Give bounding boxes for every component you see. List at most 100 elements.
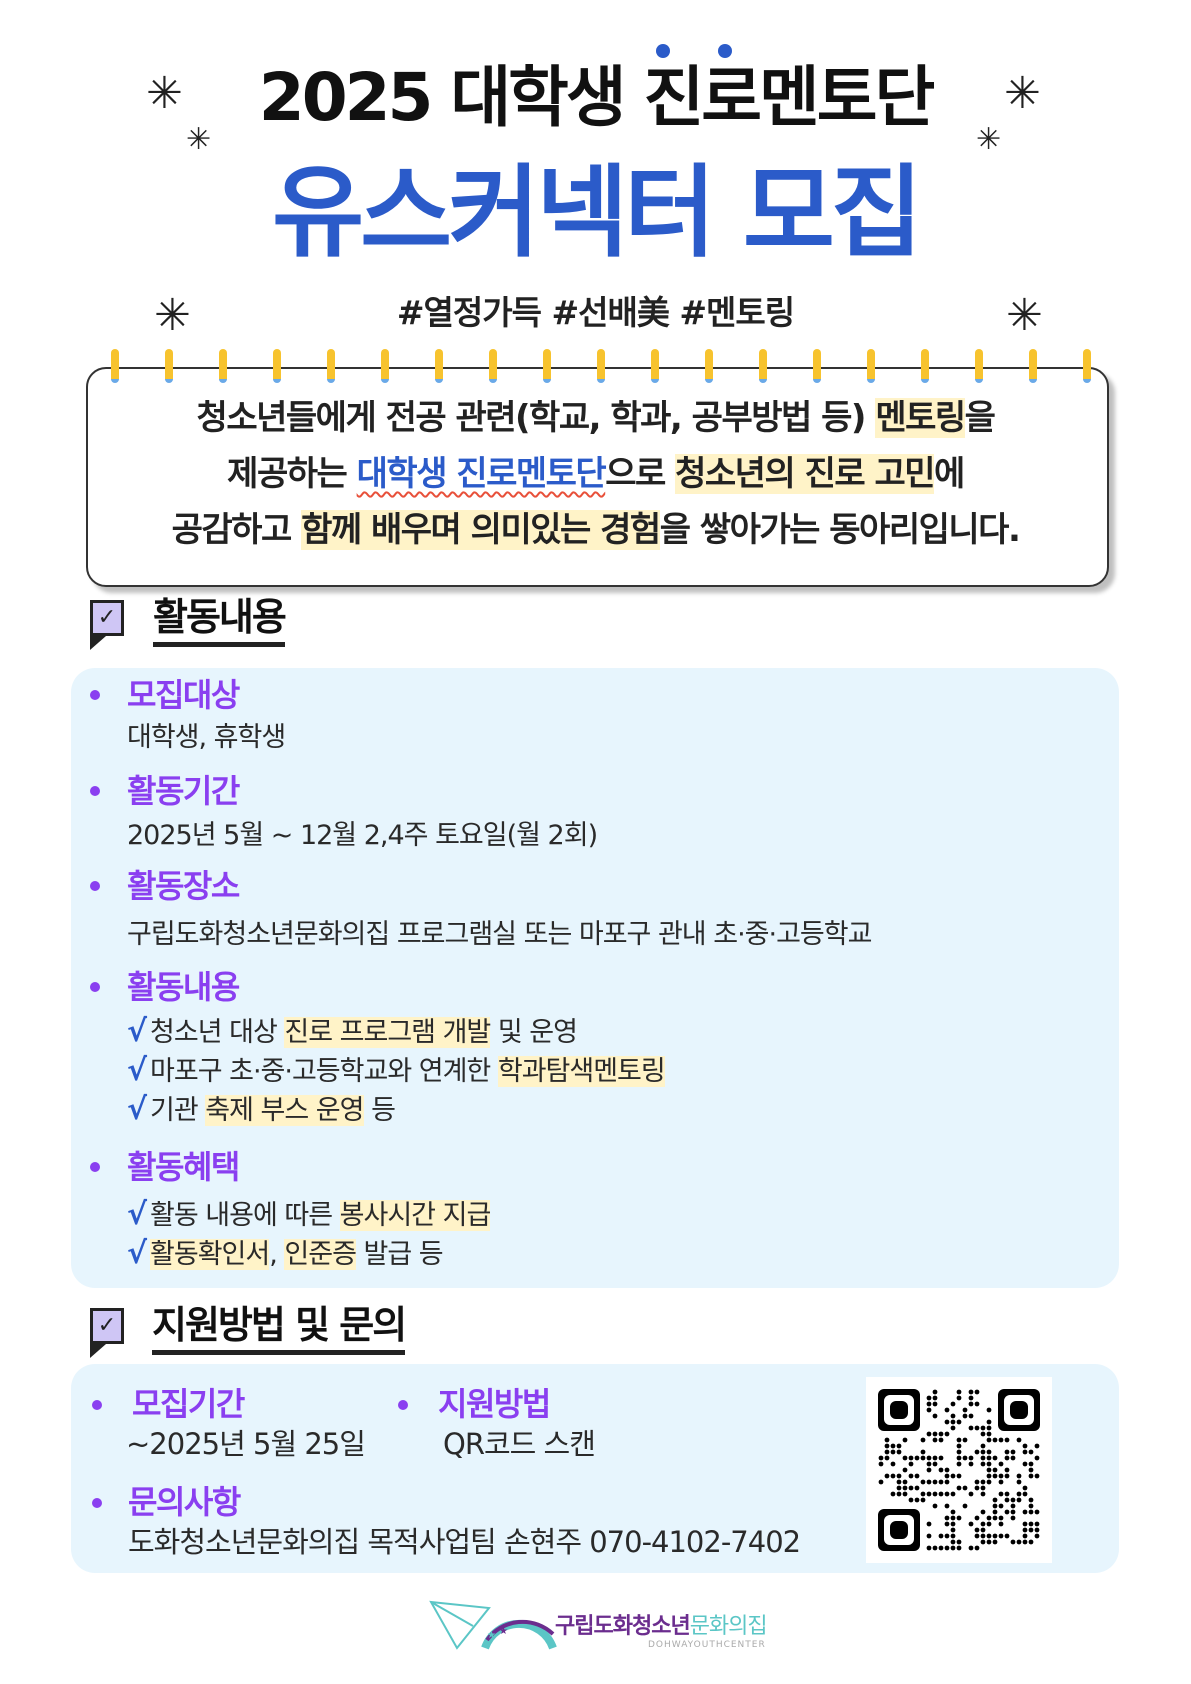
qr-module: [956, 1461, 962, 1467]
text-segment: 활동 내용에 따른: [150, 1200, 340, 1231]
qr-module: [938, 1467, 944, 1473]
qr-module: [1004, 1491, 1010, 1497]
qr-module: [938, 1431, 944, 1437]
qr-module: [992, 1473, 998, 1479]
qr-module: [974, 1515, 980, 1521]
contact-value: 도화청소년문화의집 목적사업팀 손현주 070-4102-7402: [128, 1525, 801, 1559]
qr-module: [884, 1443, 890, 1449]
bullet: [90, 786, 100, 796]
qr-code[interactable]: [866, 1377, 1052, 1563]
qr-module: [992, 1533, 998, 1539]
qr-module: [986, 1473, 992, 1479]
qr-module: [1022, 1509, 1028, 1515]
text-segment: 에: [934, 454, 965, 494]
qr-module: [890, 1461, 896, 1467]
qr-module: [980, 1479, 986, 1485]
qr-module: [950, 1425, 956, 1431]
qr-module: [986, 1449, 992, 1455]
qr-module: [926, 1467, 932, 1473]
qr-module: [920, 1455, 926, 1461]
qr-module: [896, 1491, 902, 1497]
section-heading-activities: 활동내용: [153, 594, 287, 647]
qr-module: [1028, 1527, 1034, 1533]
qr-module: [986, 1419, 992, 1425]
qr-module: [1010, 1449, 1016, 1455]
qr-module: [974, 1527, 980, 1533]
qr-module: [956, 1449, 962, 1455]
qr-module: [1010, 1515, 1016, 1521]
qr-module: [932, 1455, 938, 1461]
qr-module: [956, 1515, 962, 1521]
check-text: 활동확인서, 인준증 발급 등: [150, 1239, 444, 1270]
qr-module: [968, 1425, 974, 1431]
qr-module: [998, 1437, 1004, 1443]
check-text: 활동 내용에 따른 봉사시간 지급: [150, 1200, 491, 1231]
qr-module: [926, 1491, 932, 1497]
qr-module: [974, 1533, 980, 1539]
qr-module: [962, 1485, 968, 1491]
text-segment: 청소년 대상: [150, 1017, 285, 1048]
qr-module: [968, 1401, 974, 1407]
qr-module: [956, 1395, 962, 1401]
qr-module: [884, 1455, 890, 1461]
qr-module: [926, 1545, 932, 1551]
qr-finder: [890, 1401, 908, 1419]
text-segment: 마포구 초·중·고등학교와 연계한: [150, 1056, 498, 1087]
qr-module: [908, 1473, 914, 1479]
qr-module: [926, 1401, 932, 1407]
qr-module: [878, 1455, 884, 1461]
sparkle-icon: ✳: [146, 68, 183, 119]
check-item: √마포구 초·중·고등학교와 연계한 학과탐색멘토링: [127, 1053, 666, 1090]
qr-module: [968, 1461, 974, 1467]
qr-module: [920, 1437, 926, 1443]
qr-module: [950, 1509, 956, 1515]
qr-module: [962, 1455, 968, 1461]
qr-module: [932, 1413, 938, 1419]
qr-module: [944, 1533, 950, 1539]
qr-module: [944, 1521, 950, 1527]
qr-module: [1016, 1479, 1022, 1485]
poster-subtitle: 유스커넥터 모집: [272, 154, 923, 271]
contact-label: 문의사항: [128, 1483, 241, 1521]
qr-module: [998, 1503, 1004, 1509]
spiral-ring: [327, 349, 335, 383]
spiral-ring: [597, 349, 605, 383]
qr-module: [920, 1497, 926, 1503]
qr-module: [1010, 1509, 1016, 1515]
item-label: 활동장소: [127, 867, 240, 905]
qr-module: [980, 1539, 986, 1545]
qr-module: [992, 1467, 998, 1473]
poster-title: 2025 대학생 진로멘토단: [258, 59, 935, 136]
qr-module: [956, 1545, 962, 1551]
center-logo-text: 구립도화청소년문화의집: [555, 1608, 768, 1640]
paper-plane-rainbow-logo-icon: ★ ★: [429, 1600, 557, 1650]
spiral-ring: [543, 349, 551, 383]
qr-module: [950, 1491, 956, 1497]
qr-module: [950, 1401, 956, 1407]
checkbox-flag-icon: ✓: [90, 600, 124, 650]
qr-module: [974, 1389, 980, 1395]
qr-module: [932, 1491, 938, 1497]
qr-module: [896, 1485, 902, 1491]
spiral-ring: [813, 349, 821, 383]
qr-module: [992, 1437, 998, 1443]
qr-module: [986, 1431, 992, 1437]
qr-module: [932, 1503, 938, 1509]
method-value: QR코드 스캔: [443, 1427, 596, 1461]
qr-module: [1010, 1539, 1016, 1545]
qr-module: [944, 1515, 950, 1521]
qr-module: [926, 1395, 932, 1401]
logo-english-text: DOHWAYOUTHCENTER: [648, 1640, 766, 1650]
qr-module: [896, 1443, 902, 1449]
text-segment: 발급 등: [355, 1239, 444, 1270]
text-segment: 공감하고: [171, 510, 302, 550]
qr-module: [974, 1449, 980, 1455]
qr-module: [944, 1545, 950, 1551]
qr-module: [932, 1431, 938, 1437]
qr-module: [980, 1509, 986, 1515]
item-label: 활동기간: [127, 772, 240, 810]
qr-module: [884, 1437, 890, 1443]
qr-module: [974, 1485, 980, 1491]
emphasis-text: 대학생 진로멘토단: [356, 454, 607, 494]
qr-module: [1028, 1509, 1034, 1515]
